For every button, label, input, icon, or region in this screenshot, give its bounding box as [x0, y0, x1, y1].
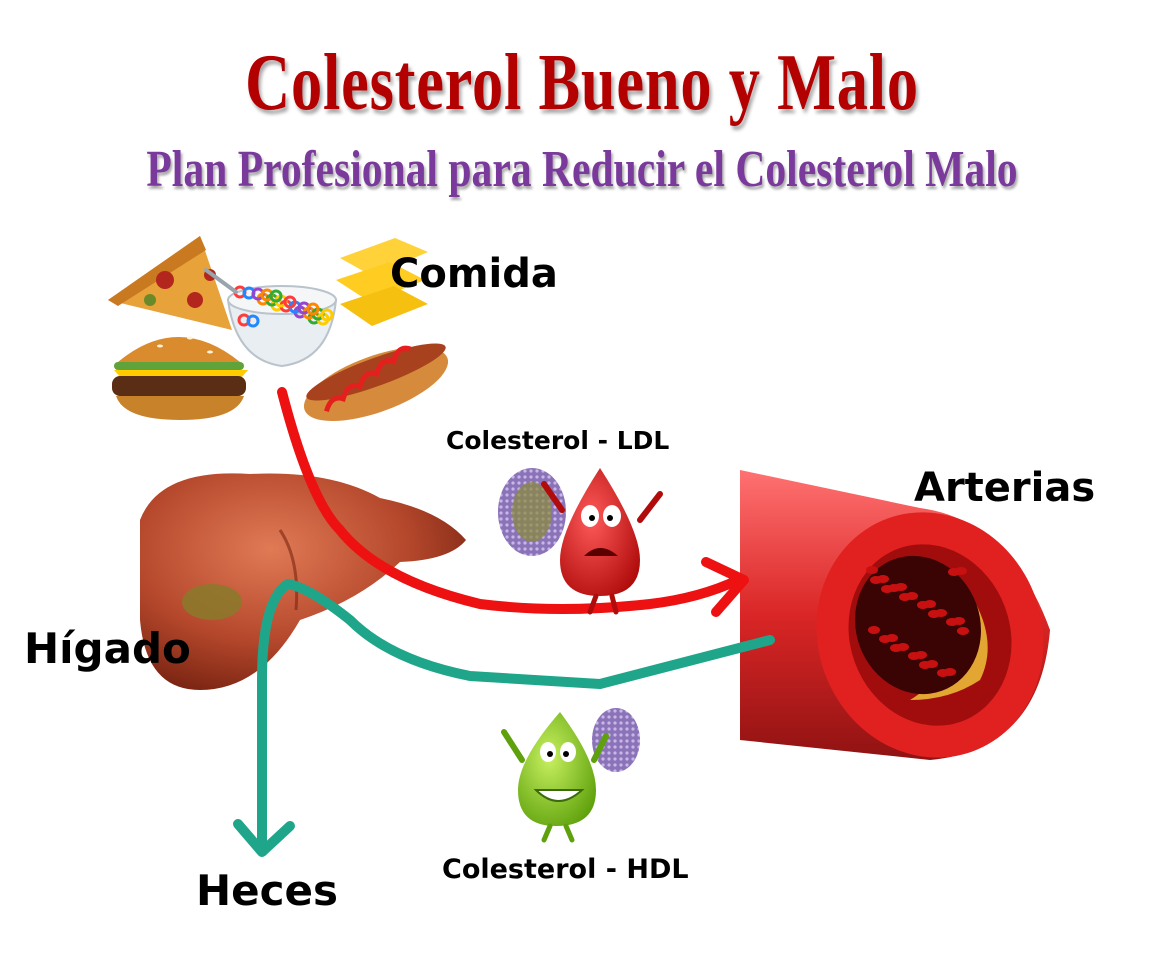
hdl-character-icon: [501, 708, 640, 843]
blood-cell: [881, 585, 893, 593]
arteries-label: Arterias: [914, 465, 1096, 511]
ldl-arrowhead: [701, 557, 749, 617]
blood-cell: [866, 566, 878, 574]
artery-icon: [740, 470, 1050, 760]
cereal-ring: [320, 308, 334, 322]
blood-cell: [899, 593, 911, 601]
liver-label: Hígado: [24, 624, 191, 673]
burger-icon: [112, 336, 248, 420]
pizza-icon: [108, 236, 232, 330]
blood-cell: [937, 669, 949, 677]
hdl-label: Colesterol - HDL: [442, 854, 689, 885]
cereal-ring: [306, 302, 320, 316]
ldl-path-arrow: [277, 387, 743, 614]
blood-cell: [946, 618, 958, 626]
blood-cell: [948, 568, 960, 576]
blood-cell: [928, 610, 940, 618]
blood-cell: [870, 576, 882, 584]
hdl-path-arrow: [257, 579, 775, 855]
cereal-bowl-icon: [204, 268, 338, 368]
cereal-ring: [269, 289, 283, 303]
ldl-character-icon: [498, 468, 663, 615]
hotdog-icon: [303, 343, 449, 421]
page-subtitle: Plan Profesional para Reducir el Coleste…: [146, 141, 1018, 198]
blood-cell: [957, 627, 969, 635]
blood-cell: [917, 601, 929, 609]
feces-label: Heces: [196, 866, 339, 915]
ldl-label: Colesterol - LDL: [446, 426, 670, 455]
blood-cell: [908, 652, 920, 660]
liver-icon: [140, 473, 466, 690]
page-title: Colesterol Bueno y Malo: [245, 39, 919, 127]
blood-cell: [890, 644, 902, 652]
cheese-icon: [336, 238, 428, 326]
cereal-ring: [283, 295, 297, 309]
blood-cell: [919, 661, 931, 669]
blood-cell: [879, 635, 891, 643]
cereal-ring: [246, 314, 260, 328]
hdl-arrowhead: [233, 819, 295, 857]
blood-cell: [868, 626, 880, 634]
food-label: Comida: [390, 251, 558, 297]
